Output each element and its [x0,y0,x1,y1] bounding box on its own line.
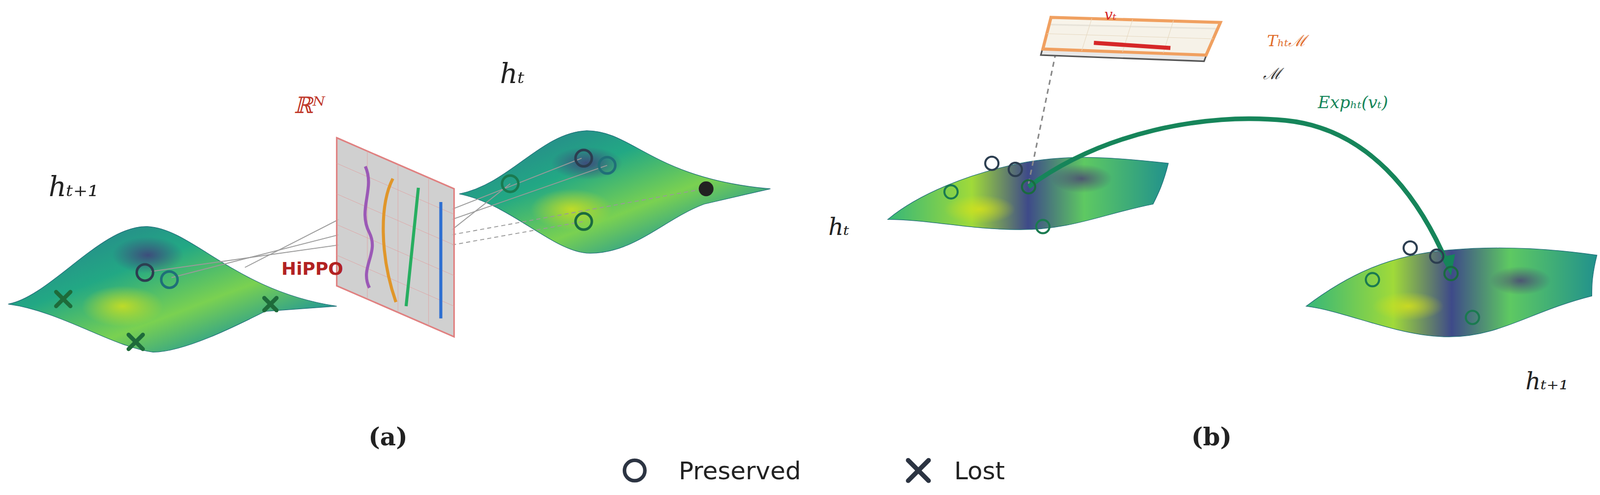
space-label: ℝᴺ [293,93,326,117]
state-label: hₜ₊₁ [48,172,99,201]
legend-circle [624,459,646,481]
legend-text: Preserved [678,458,801,483]
state-label: hₜ [499,59,525,88]
vector-label: vₜ [1104,7,1117,23]
manifold-label: ℳ [1263,65,1282,82]
panel-label: (b) [1191,424,1232,449]
method-label: HiPPO [281,259,344,278]
legend-cross [908,459,929,481]
legend-text: Lost [954,458,1005,483]
tangent-space-label: Tₕₜℳ [1267,32,1307,49]
state-label: hₜ [828,214,850,239]
exp-map-label: Expₕₜ(vₜ) [1318,93,1389,111]
panel-label: (a) [368,424,408,449]
state-label: hₜ₊₁ [1525,368,1569,393]
